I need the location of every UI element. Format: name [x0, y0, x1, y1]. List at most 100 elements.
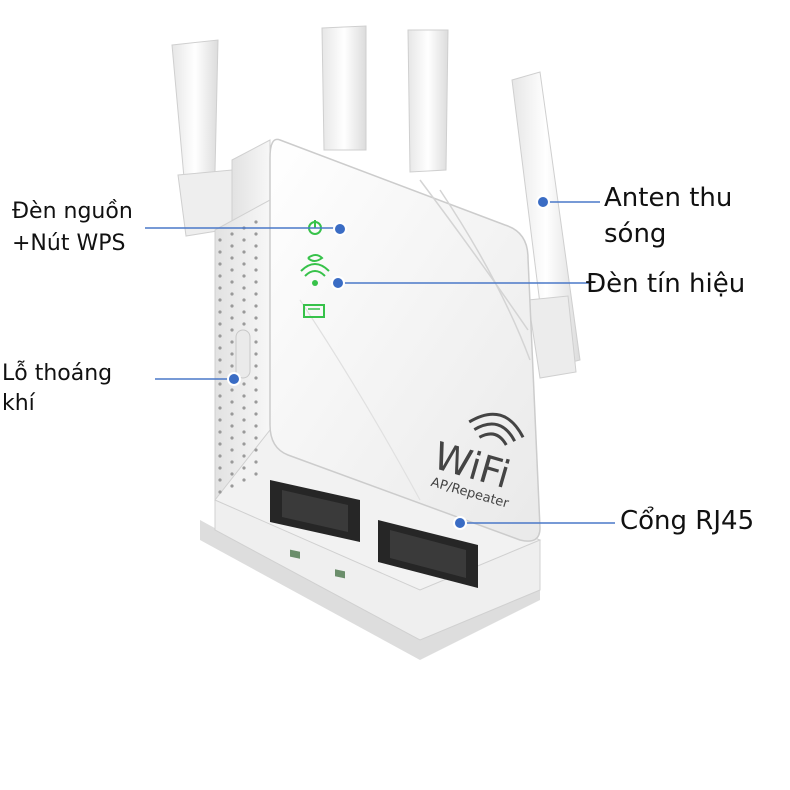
vent-hole — [254, 472, 258, 476]
vent-hole — [218, 442, 222, 446]
vent-hole — [218, 394, 222, 398]
vent-hole — [254, 328, 258, 332]
vent-hole — [218, 478, 222, 482]
vent-hole — [254, 232, 258, 236]
vent-hole — [230, 316, 234, 320]
antenna-3 — [407, 29, 449, 173]
vent-hole — [218, 262, 222, 266]
vent-hole — [254, 364, 258, 368]
vent-hole — [218, 382, 222, 386]
vent-hole — [230, 244, 234, 248]
rj45-port-2[interactable] — [378, 520, 478, 588]
vent-hole — [242, 466, 246, 470]
vent-hole — [242, 322, 246, 326]
vent-hole — [242, 274, 246, 278]
callout-dot-vent — [227, 372, 241, 386]
callout-dot-power — [333, 222, 347, 236]
vent-hole — [254, 388, 258, 392]
vent-hole — [230, 280, 234, 284]
vent-hole — [230, 292, 234, 296]
vent-hole — [218, 358, 222, 362]
vent-hole — [254, 292, 258, 296]
vent-hole — [230, 388, 234, 392]
vent-hole — [218, 286, 222, 290]
callout-dot-antenna — [536, 195, 550, 209]
callout-lines — [145, 195, 615, 530]
vent-hole — [242, 430, 246, 434]
vent-hole — [242, 478, 246, 482]
label-power-light: Đèn nguồn — [12, 199, 133, 224]
vent-hole — [218, 238, 222, 242]
vent-hole — [230, 340, 234, 344]
wifi-arcs-icon — [468, 412, 525, 446]
vent-hole — [254, 448, 258, 452]
vent-hole — [242, 286, 246, 290]
label-signal-light: Đèn tín hiệu — [586, 269, 746, 299]
vent-hole — [230, 268, 234, 272]
vent-hole — [242, 310, 246, 314]
label-vent-line1: Lỗ thoáng — [2, 361, 113, 386]
label-antenna-line2: sóng — [604, 219, 667, 249]
vent-hole — [218, 430, 222, 434]
vent-hole — [218, 346, 222, 350]
vent-hole — [242, 382, 246, 386]
vent-hole — [254, 268, 258, 272]
vent-hole — [242, 394, 246, 398]
antenna-2 — [321, 25, 367, 151]
vent-hole — [254, 424, 258, 428]
vent-hole — [230, 484, 234, 488]
vent-hole — [242, 262, 246, 266]
vent-hole — [242, 238, 246, 242]
vent-hole — [254, 304, 258, 308]
vent-hole — [218, 334, 222, 338]
vent-hole — [230, 232, 234, 236]
wps-side-button[interactable] — [235, 329, 251, 379]
wps-icon — [307, 254, 324, 262]
vent-hole — [230, 460, 234, 464]
vent-hole — [254, 460, 258, 464]
wifi-signal-icon — [300, 263, 330, 286]
vent-hole — [254, 400, 258, 404]
vent-hole — [218, 298, 222, 302]
vent-hole — [218, 418, 222, 422]
router-body — [200, 138, 542, 660]
vent-hole — [230, 304, 234, 308]
callout-dot-rj45 — [453, 516, 467, 530]
vent-hole — [254, 340, 258, 344]
vent-hole — [230, 436, 234, 440]
vent-hole — [218, 466, 222, 470]
vent-hole — [230, 412, 234, 416]
vent-hole — [218, 310, 222, 314]
vent-hole — [218, 322, 222, 326]
vent-hole — [254, 352, 258, 356]
antennas — [171, 25, 581, 379]
vent-hole — [254, 256, 258, 260]
vent-hole — [218, 274, 222, 278]
vent-hole — [254, 412, 258, 416]
vent-hole — [230, 400, 234, 404]
vent-hole — [218, 454, 222, 458]
vent-holes — [218, 220, 258, 494]
vent-hole — [254, 316, 258, 320]
vent-hole — [242, 454, 246, 458]
callout-dot-signal — [331, 276, 345, 290]
antenna-1 — [171, 39, 237, 237]
antenna-4 — [511, 71, 581, 379]
rj45-port-1[interactable] — [270, 480, 360, 579]
vent-hole — [242, 442, 246, 446]
vent-hole — [218, 370, 222, 374]
vent-hole — [254, 376, 258, 380]
vent-hole — [254, 220, 258, 224]
vent-hole — [242, 250, 246, 254]
vent-hole — [242, 418, 246, 422]
label-vent-line2: khí — [2, 391, 35, 416]
vent-hole — [218, 250, 222, 254]
vent-hole — [230, 472, 234, 476]
vent-hole — [242, 298, 246, 302]
vent-hole — [254, 280, 258, 284]
label-antenna-line1: Anten thu — [604, 183, 733, 213]
label-wps-button: +Nút WPS — [12, 231, 126, 256]
vent-hole — [218, 406, 222, 410]
vent-hole — [254, 436, 258, 440]
